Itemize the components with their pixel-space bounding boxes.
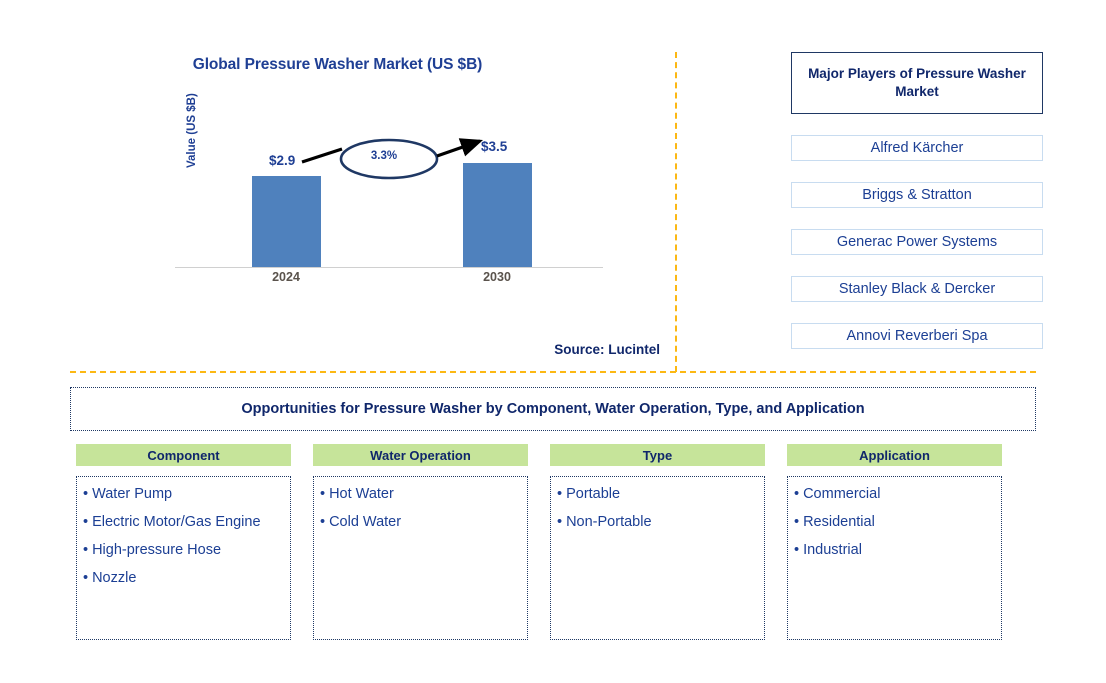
axis-baseline <box>175 267 603 268</box>
bullet-icon: • <box>794 541 800 558</box>
bullet-icon: • <box>83 486 89 502</box>
chart-panel: Global Pressure Washer Market (US $B) Va… <box>0 0 675 372</box>
x-tick-label-2030: 2030 <box>483 270 511 284</box>
cagr-annotation-graphic <box>301 138 484 180</box>
column-component: Component •Water Pump •Electric Motor/Ga… <box>76 444 291 640</box>
column-body-application: •Commercial •Residential •Industrial <box>787 476 1002 640</box>
bullet-icon: • <box>83 513 89 530</box>
list-item-label: Water Pump <box>92 486 173 502</box>
bullet-icon: • <box>794 486 800 502</box>
value-label-2030: $3.5 <box>481 139 508 154</box>
bullet-icon: • <box>320 486 326 502</box>
bullet-icon: • <box>83 569 89 586</box>
column-header-water-operation: Water Operation <box>313 444 528 466</box>
list-item-label: Electric Motor/Gas Engine <box>92 513 261 530</box>
list-item-label: Residential <box>803 513 875 530</box>
vertical-divider <box>675 52 677 372</box>
list-item: •Nozzle <box>83 569 284 587</box>
player-item-0[interactable]: Alfred Kärcher <box>791 135 1043 161</box>
list-item-label: Nozzle <box>92 569 137 586</box>
player-item-2[interactable]: Generac Power Systems <box>791 229 1043 255</box>
list-item-label: Non-Portable <box>566 513 652 530</box>
list-item: •Non-Portable <box>557 513 758 531</box>
column-body-water-operation: •Hot Water •Cold Water <box>313 476 528 640</box>
bullet-icon: • <box>794 513 800 530</box>
list-item: •Commercial <box>794 486 995 503</box>
player-item-4[interactable]: Annovi Reverberi Spa <box>791 323 1043 349</box>
bar-2024 <box>252 176 321 267</box>
list-item: •Industrial <box>794 541 995 559</box>
list-item-label: Hot Water <box>329 486 394 502</box>
top-section: Global Pressure Washer Market (US $B) Va… <box>0 0 1043 372</box>
bullet-icon: • <box>320 513 326 530</box>
opportunities-banner: Opportunities for Pressure Washer by Com… <box>70 387 1036 431</box>
bullet-icon: • <box>83 541 89 558</box>
list-item-label: Industrial <box>803 541 862 558</box>
list-item: •Portable <box>557 486 758 503</box>
list-item: •Cold Water <box>320 513 521 531</box>
column-header-type: Type <box>550 444 765 466</box>
list-item: •Residential <box>794 513 995 531</box>
column-application: Application •Commercial •Residential •In… <box>787 444 1002 640</box>
list-item: •Hot Water <box>320 486 521 503</box>
player-item-1[interactable]: Briggs & Stratton <box>791 182 1043 208</box>
list-item: •High-pressure Hose <box>83 541 284 559</box>
list-item-label: High-pressure Hose <box>92 541 222 558</box>
list-item-label: Cold Water <box>329 513 402 530</box>
column-body-component: •Water Pump •Electric Motor/Gas Engine •… <box>76 476 291 640</box>
major-players-panel: Major Players of Pressure Washer Market … <box>791 52 1043 349</box>
value-label-2024: $2.9 <box>269 153 296 168</box>
bullet-icon: • <box>557 513 563 530</box>
list-item: •Water Pump <box>83 486 284 503</box>
major-players-header: Major Players of Pressure Washer Market <box>791 52 1043 114</box>
cagr-value: 3.3% <box>370 150 398 162</box>
player-item-3[interactable]: Stanley Black & Dercker <box>791 276 1043 302</box>
list-item-label: Commercial <box>803 486 881 502</box>
column-header-component: Component <box>76 444 291 466</box>
column-type: Type •Portable •Non-Portable <box>550 444 765 640</box>
list-item-label: Portable <box>566 486 621 502</box>
bar-2030 <box>463 163 532 267</box>
column-header-application: Application <box>787 444 1002 466</box>
column-water-operation: Water Operation •Hot Water •Cold Water <box>313 444 528 640</box>
source-label: Source: Lucintel <box>554 342 660 357</box>
bullet-icon: • <box>557 486 563 502</box>
x-tick-label-2024: 2024 <box>272 270 300 284</box>
chart-title: Global Pressure Washer Market (US $B) <box>192 56 483 73</box>
horizontal-divider <box>70 371 1036 373</box>
column-body-type: •Portable •Non-Portable <box>550 476 765 640</box>
list-item: •Electric Motor/Gas Engine <box>83 513 284 531</box>
opportunity-columns: Component •Water Pump •Electric Motor/Ga… <box>76 444 1030 640</box>
